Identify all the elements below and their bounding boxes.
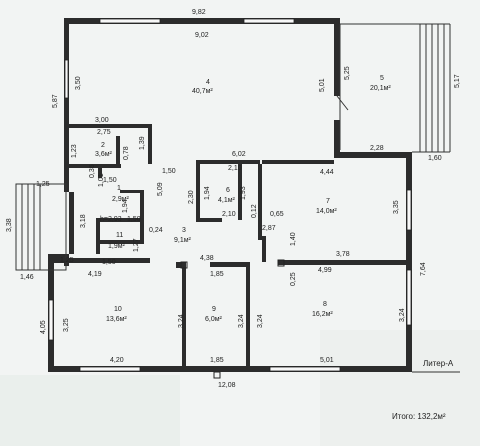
room-labels: 4 40,7м² 5 20,1м² 2 3,6м² 1 2,9м² 6 4,1м…: [95, 75, 391, 323]
dim-room6-wall: 0,12: [251, 204, 258, 218]
room-3-area: 9,1м²: [174, 237, 192, 244]
dim-room8-top: 4,99: [318, 267, 332, 274]
dim-corridor-left: 5,09: [157, 182, 164, 196]
dim-room1-step: 0,36: [89, 164, 96, 178]
dim-bottom-outer: 12,08: [218, 382, 236, 389]
dim-room4-right: 5,01: [319, 78, 326, 92]
dim-room9-top-outer: 4,38: [200, 255, 214, 262]
dim-room7-right: 3,35: [393, 200, 400, 214]
dim-room10-outer: 4,05: [40, 320, 47, 334]
dim-top-outer: 9,82: [192, 9, 206, 16]
dim-room11-top: 1,50: [127, 216, 141, 223]
total-area: Итого: 132,2м²: [392, 412, 446, 421]
dim-room7-door: 1,40: [290, 232, 297, 246]
dim-porch-top: 1,25: [36, 181, 50, 188]
dim-room2-left: 1,23: [71, 144, 78, 158]
room-8-number: 8: [323, 301, 327, 308]
room-1-area: 2,9м²: [112, 196, 130, 203]
dim-room9-top: 1,85: [210, 271, 224, 278]
dim-porch-bottom: 1,46: [20, 274, 34, 281]
room-4-number: 4: [206, 79, 210, 86]
room-10-number: 10: [114, 306, 122, 313]
dim-room11-left: 3,18: [80, 214, 87, 228]
dim-room7-step: 0,65: [270, 211, 284, 218]
dim-room10-left: 3,25: [63, 318, 70, 332]
room-5-number: 5: [380, 75, 384, 82]
windows: [48, 18, 412, 372]
dim-porch-left: 3,38: [6, 218, 13, 232]
dim-room2-top: 2,75: [97, 129, 111, 136]
bg-shade-bottom-right: [320, 330, 480, 446]
dim-terrace-right: 5,17: [454, 74, 461, 88]
room-1-number: 1: [117, 185, 121, 192]
dim-room11-wall: 0,24: [149, 227, 163, 234]
dim-top-inner: 9,02: [195, 32, 209, 39]
dim-room3-upper: 2,30: [188, 190, 195, 204]
dim-room7-top: 4,44: [320, 169, 334, 176]
dim-room6-bottom: 2,10: [222, 211, 236, 218]
dim-corridor-top: 1,50: [162, 168, 176, 175]
room-6-number: 6: [226, 187, 230, 194]
dim-step: 2,28: [370, 145, 384, 152]
room-4-area: 40,7м²: [192, 88, 213, 95]
dim-left-outer: 5,87: [52, 94, 59, 108]
room-8-area: 16,2м²: [312, 311, 333, 318]
room-9-area: 6,0м²: [205, 316, 223, 323]
liter-label: Литер-А: [423, 359, 454, 368]
dim-room7-bottom: 3,78: [336, 251, 350, 258]
interior-walls: [54, 124, 406, 366]
dim-room2-right: 1,39: [139, 136, 146, 150]
dim-room6-top-outer: 6,02: [232, 151, 246, 158]
terrace-outline: [336, 23, 451, 153]
room-7-number: 7: [326, 198, 330, 205]
room-11-area: 1,9м²: [108, 243, 126, 250]
dim-room8-door: 0,25: [290, 272, 297, 286]
porch-outline: [15, 183, 67, 271]
dimension-labels: 9,82 9,02 5,87 3,50 5,01 5,25 5,17 1,60 …: [6, 9, 461, 389]
room-10-area: 13,6м²: [106, 316, 127, 323]
dim-room8-right: 3,24: [399, 308, 406, 322]
dim-room10-top: 4,19: [88, 271, 102, 278]
room-9-number: 9: [212, 306, 216, 313]
dim-room10-right: 3,24: [178, 314, 185, 328]
dim-room3-right: 2,87: [262, 225, 276, 232]
room-2-area: 3,6м²: [95, 151, 113, 158]
dim-room1-top: 1,50: [103, 177, 117, 184]
bg-shade-bottom-left: [0, 375, 180, 446]
dim-room8-bottom: 5,01: [320, 357, 334, 364]
dim-room8-left: 3,24: [257, 314, 264, 328]
dim-left-inner: 3,50: [75, 76, 82, 90]
dim-room6-right: 1,93: [240, 186, 247, 200]
dim-room9-right: 3,24: [238, 314, 245, 328]
dim-room11-right: 1,27: [133, 238, 140, 252]
room-2-number: 2: [101, 142, 105, 149]
dim-terrace-bottom: 1,60: [428, 155, 442, 162]
dim-room2-top-outer: 3,00: [95, 117, 109, 124]
room-5-area: 20,1м²: [370, 85, 391, 92]
room-11-number: 11: [116, 232, 123, 239]
wall-markers: [180, 259, 285, 379]
dim-room11-bottom: 1,50: [102, 259, 116, 266]
dim-room1-right: 1,94: [122, 199, 129, 213]
room-3-number: 3: [182, 227, 186, 234]
dim-room6-top: 2,10: [228, 165, 242, 172]
dim-room2-small: 0,78: [123, 146, 130, 160]
dim-right-outer: 7,64: [420, 262, 427, 276]
dim-terrace-door: 5,25: [344, 66, 351, 80]
room-6-area: 4,1м²: [218, 197, 236, 204]
dim-left-step: 1,25: [60, 257, 74, 264]
dim-room9-bottom: 1,85: [210, 357, 224, 364]
room-7-area: 14,0м²: [316, 208, 337, 215]
dim-room6-left: 1,94: [204, 186, 211, 200]
dim-room1-door: 1,01: [98, 173, 105, 187]
dim-room11-height: h=2,93: [100, 216, 122, 223]
dim-room10-bottom: 4,20: [110, 357, 124, 364]
